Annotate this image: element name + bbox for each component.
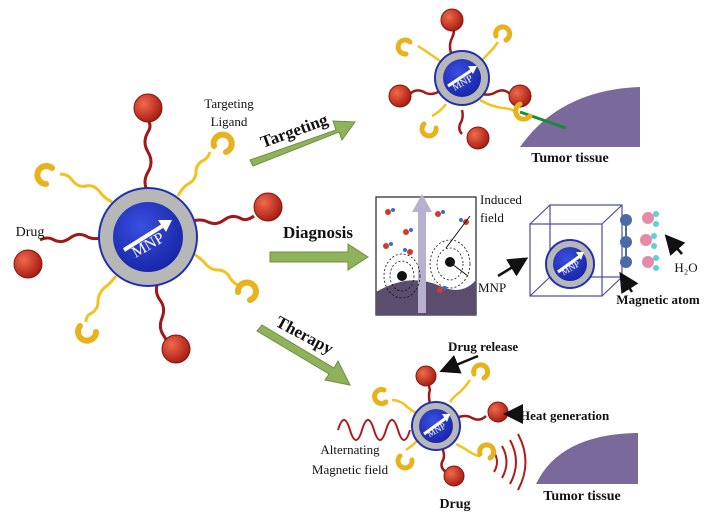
- linker-ligand-r: [189, 250, 241, 288]
- drug-top: [133, 93, 163, 123]
- drug-bottom: [161, 334, 191, 364]
- linker-drug-right: [189, 214, 255, 226]
- drug-label-main: Drug: [16, 225, 45, 240]
- targeting-panel: MNP: [388, 8, 640, 150]
- linker-drug-left: [39, 232, 103, 244]
- linker-ligand-tr: [176, 151, 212, 197]
- therapy-arrow: Therapy: [256, 312, 351, 386]
- moment-arrow-icon: [122, 223, 166, 252]
- targeting-arrow: Targeting: [249, 110, 356, 167]
- targeting-ligand-label-2: Ligand: [211, 114, 248, 129]
- induced-field-label-2: field: [480, 210, 504, 225]
- tumor-tissue-bottom-label: Tumor tissue: [543, 489, 620, 504]
- drug-bottom-label: Drug: [439, 497, 470, 512]
- alternating-label-1: Alternating: [320, 442, 380, 457]
- ligand-tr: [210, 131, 235, 155]
- tumor-tissue-top: [520, 87, 640, 147]
- targeting-ligand-label-1: Targeting: [204, 96, 254, 111]
- diagnosis-panel: MNP: [375, 194, 686, 316]
- drug-left: [13, 249, 43, 279]
- diagnosis-arrow: Diagnosis: [269, 223, 369, 271]
- drug-release-label: Drug release: [448, 339, 518, 354]
- alternating-label-2: Magnetic field: [312, 462, 389, 477]
- mnp-diagnosis-label: MNP: [478, 280, 506, 295]
- tumor-tissue-top-label: Tumor tissue: [531, 151, 608, 166]
- induced-field-label-1: Induced: [480, 192, 522, 207]
- linker-ligand-tl: [59, 172, 113, 204]
- ligand-bl: [75, 323, 99, 344]
- ligand-tl: [34, 163, 55, 187]
- magnetic-atom-label: Magnetic atom: [616, 292, 700, 307]
- drug-right: [253, 192, 283, 222]
- heat-generation-label: Heat generation: [520, 408, 610, 423]
- h2o-label: H₂O: [674, 260, 697, 275]
- linker-ligand-bl: [84, 275, 118, 323]
- linker-drug-top: [143, 119, 153, 193]
- main-nanoparticle: MNP: [13, 93, 283, 364]
- therapy-panel: MNP: [337, 354, 638, 491]
- ligand-r: [235, 279, 259, 303]
- tumor-tissue-bottom: [536, 433, 638, 484]
- linker-drug-bottom: [154, 281, 169, 349]
- diagnosis-arrow-label: Diagnosis: [283, 223, 353, 242]
